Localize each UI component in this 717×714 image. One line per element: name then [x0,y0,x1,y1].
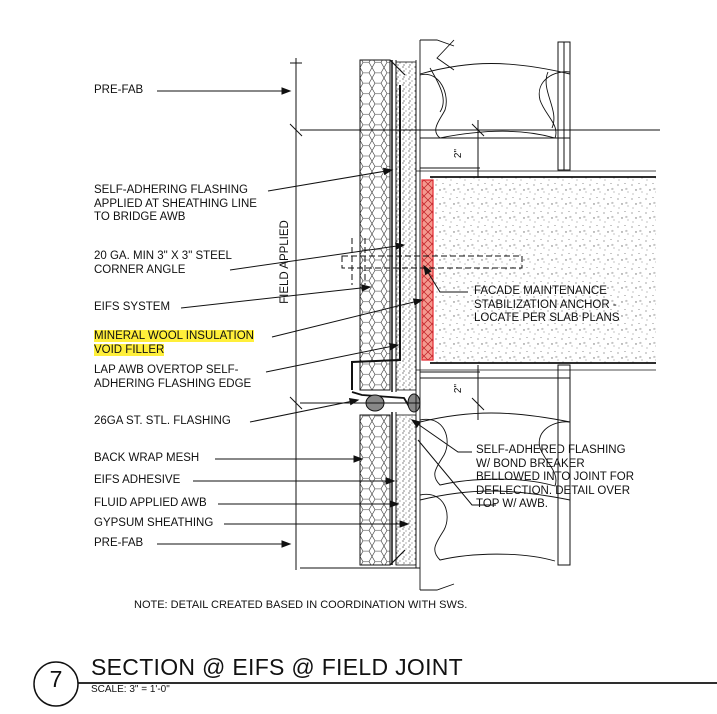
leader-prefab-top-arrowhead [281,87,292,95]
label-self-adhered-bellowed: SELF-ADHERED FLASHING W/ BOND BREAKER BE… [476,444,635,511]
detail-number: 7 [49,666,63,692]
concrete-slab [416,170,656,371]
leader-back-wrap-arrowhead [353,455,364,463]
general-note: NOTE: DETAIL CREATED BASED IN COORDINATI… [134,599,468,611]
leader-anchor-arrowhead [423,264,432,276]
detail-title: SECTION @ EIFS @ FIELD JOINT [91,654,464,680]
dim-2in-marks [420,120,485,420]
leader-corner-angle [229,244,405,271]
label-field-applied: FIELD APPLIED [279,220,291,304]
leader-anchor [423,265,468,293]
leader-self-adhering-arrowhead [382,167,394,176]
label-mineral-wool: MINERAL WOOL INSULATION VOID FILLER [94,330,254,356]
leader-lap-awb [265,344,399,373]
label-corner-angle: 20 GA. MIN 3" X 3" STEEL CORNER ANGLE [94,250,232,276]
dim-text-bottom: 2" [453,383,465,394]
leader-eifs-system-arrowhead [361,284,372,292]
leader-prefab-bottom-arrowhead [281,540,292,548]
leader-lap-awb-arrowhead [388,343,400,351]
leader-self-adhered-2 [417,439,496,506]
leader-mineral-wool [271,299,423,338]
leader-self-adhered-1-arrowhead [410,419,422,428]
leader-lines [157,87,496,548]
label-lap-awb: LAP AWB OVERTOP SELF- ADHERING FLASHING … [94,364,252,390]
steel-studs [557,41,571,566]
leader-eifs-system [180,286,371,309]
leader-gypsum-arrowhead [399,520,410,528]
upper-eifs-panel [359,59,406,392]
leader-mineral-wool-arrowhead [412,298,424,306]
leader-self-adhered-1 [411,419,472,453]
leader-ss-flashing [249,399,359,423]
label-anchor: FACADE MAINTENANCE STABILIZATION ANCHOR … [474,285,620,325]
leader-self-adhering [267,169,393,192]
leader-eifs-adhesive-arrowhead [385,477,396,485]
label-eifs-system: EIFS SYSTEM [94,301,171,313]
leader-ss-flashing-arrowhead [348,398,360,406]
upper-sheathing [351,61,417,391]
stud-cavity-insulation [415,39,571,591]
label-prefab-top: PRE-FAB [94,84,144,96]
label-ss-flashing: 26GA ST. STL. FLASHING [94,415,231,427]
lower-eifs-panel [359,412,417,566]
leader-fluid-awb-arrowhead [389,500,400,508]
label-eifs-adhesive: EIFS ADHESIVE [94,474,181,486]
dim-text-top: 2" [453,148,465,159]
maintenance-anchor [341,238,523,285]
label-gypsum: GYPSUM SHEATHING [94,517,214,529]
label-self-adhering-flashing: SELF-ADHERING FLASHING APPLIED AT SHEATH… [94,184,257,224]
leader-corner-angle-arrowhead [395,242,406,250]
detail-scale: SCALE: 3" = 1'-0" [91,684,170,695]
label-back-wrap: BACK WRAP MESH [94,452,200,464]
field-applied-dimension [289,58,660,570]
title-block-graphics [33,661,717,707]
field-joint [351,391,421,413]
label-prefab-bottom: PRE-FAB [94,537,144,549]
label-fluid-awb: FLUID APPLIED AWB [94,497,207,509]
